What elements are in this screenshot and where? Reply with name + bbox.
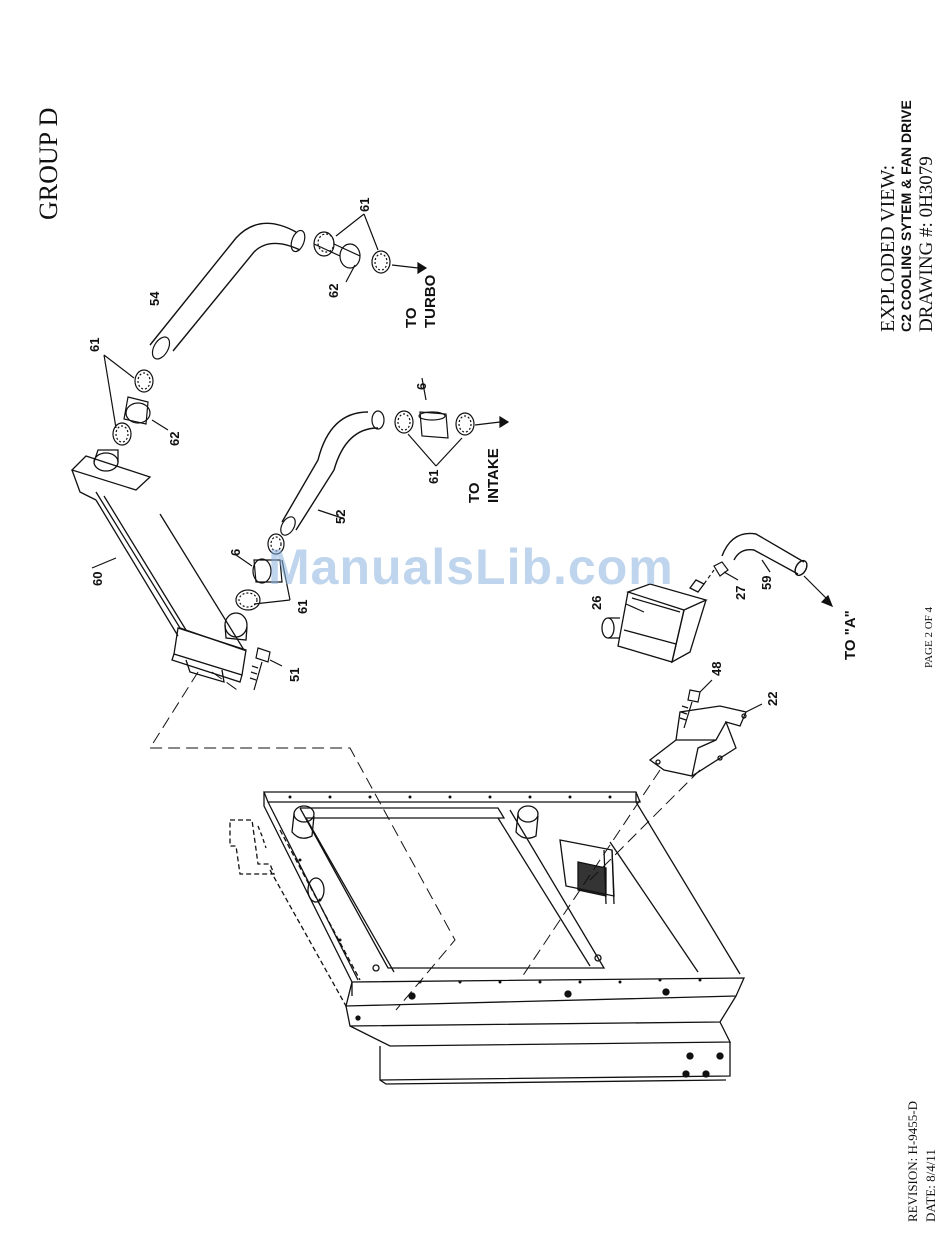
callout-60: 60	[91, 572, 104, 586]
leader-48	[700, 680, 712, 692]
note-to-intake-1: TO	[467, 482, 482, 503]
hose-52	[278, 411, 384, 538]
group-title: GROUP D	[36, 108, 62, 220]
callout-6-top: 6	[415, 383, 428, 390]
leader-62-left	[152, 420, 168, 430]
intake-arrowhead	[500, 417, 508, 427]
leader-61-top	[336, 214, 378, 250]
callout-22: 22	[766, 692, 779, 706]
hose-54	[149, 223, 307, 362]
title-line-1: EXPLODED VIEW:	[878, 165, 898, 332]
note-to-turbo-1: TO	[404, 307, 419, 328]
leader-6-left	[236, 555, 252, 566]
revision-label: REVISION: H-9455-D	[906, 1101, 919, 1222]
intake-arrow-line	[475, 422, 500, 425]
toa-arrowhead	[822, 596, 832, 606]
turbo-arrow-line	[392, 265, 418, 268]
callout-52: 52	[334, 510, 347, 524]
hose-59	[722, 533, 809, 577]
callout-48: 48	[710, 662, 723, 676]
callout-59: 59	[760, 576, 773, 590]
leader-61-left	[104, 355, 134, 428]
callout-61-top: 61	[358, 198, 371, 212]
callout-6-left: 6	[229, 549, 242, 556]
note-to-a: TO "A"	[843, 610, 858, 660]
turbo-arrowhead	[418, 263, 426, 273]
mounting-dashed-lines	[150, 672, 700, 1010]
leader-59	[762, 560, 770, 572]
callout-61-left: 61	[88, 338, 101, 352]
callout-54: 54	[148, 292, 161, 306]
coupler-6-top	[395, 411, 474, 438]
leader-60	[92, 558, 116, 568]
note-to-intake-2: INTAKE	[486, 448, 501, 503]
page-label: PAGE 2 OF 4	[924, 607, 935, 668]
title-line-2: C2 COOLING SYTEM & FAN DRIVE	[899, 100, 913, 332]
radiator-frame	[230, 792, 744, 1084]
callout-51: 51	[288, 668, 301, 682]
title-line-3: DRAWING #: 0H3079	[917, 156, 936, 332]
watermark: ManualsLib.com	[268, 538, 674, 596]
note-to-turbo-2: TURBO	[423, 275, 438, 328]
leader-26	[626, 604, 644, 612]
bracket-22	[650, 706, 746, 776]
callout-27: 27	[734, 586, 747, 600]
callout-61-mid: 61	[427, 470, 440, 484]
frame-rivet-dots	[289, 796, 702, 984]
callout-26: 26	[590, 596, 603, 610]
callout-62-top: 62	[327, 284, 340, 298]
date-label: DATE: 8/4/11	[924, 1149, 937, 1222]
bolt-51	[250, 648, 270, 690]
coupler-62-left	[113, 370, 153, 445]
coupler-62-top	[314, 232, 390, 273]
cap-27	[704, 562, 728, 584]
leader-22	[746, 704, 762, 712]
callout-61-low: 61	[296, 600, 309, 614]
callout-62-left: 62	[168, 432, 181, 446]
toa-arrow-line	[804, 576, 826, 598]
leader-27	[724, 572, 738, 580]
leader-51	[270, 660, 282, 666]
leader-61-mid	[408, 434, 462, 466]
